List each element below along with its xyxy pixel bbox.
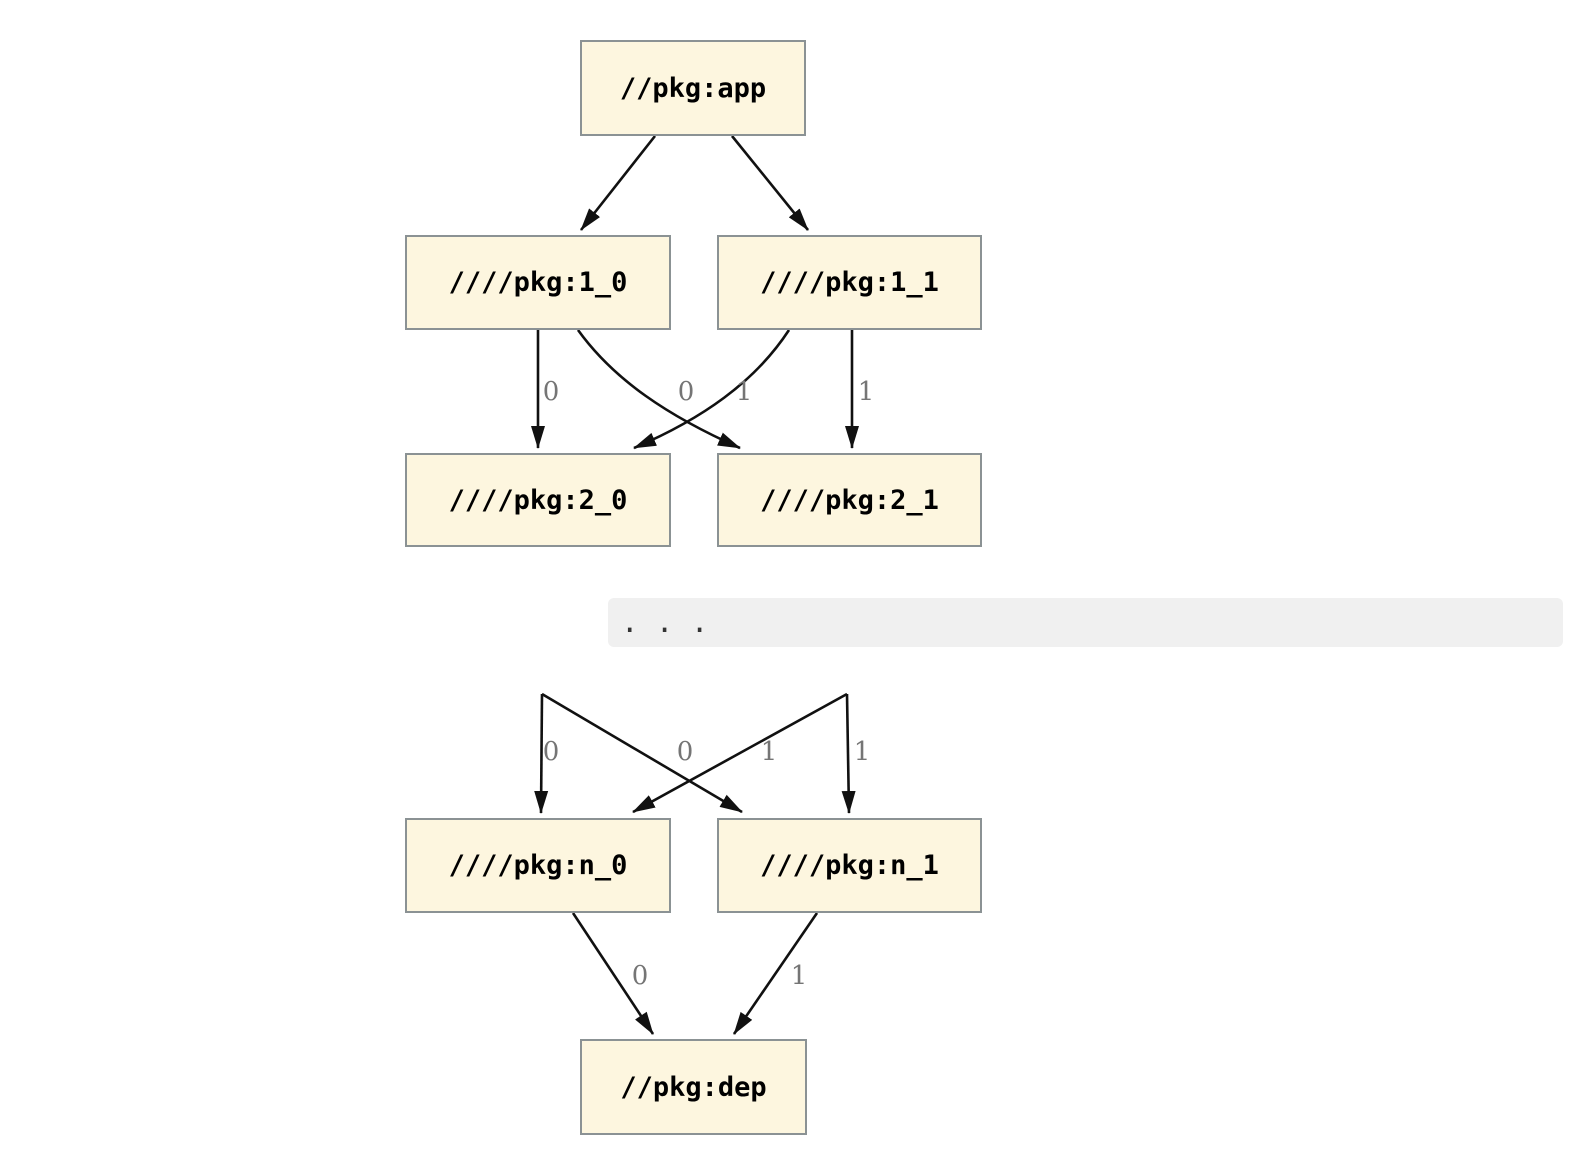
- edge-label-5: 0: [677, 737, 694, 767]
- edge-label-1: 0: [678, 377, 695, 407]
- edge-ellipsis-to-n_1: [541, 692, 743, 814]
- graph-node-app: //pkg:app: [580, 40, 806, 136]
- edge-1_0-to-2_1: [576, 329, 741, 450]
- graph-node-2_0: ////pkg:2_0: [405, 453, 671, 547]
- edge-ellipsis-to-n_0: [534, 693, 549, 814]
- edge-label-2: 1: [736, 377, 753, 407]
- edge-label-3: 1: [858, 377, 875, 407]
- edge-n_0-to-dep: [571, 912, 655, 1035]
- edge-app-to-1_1: [730, 135, 810, 231]
- graph-node-label-n_0: ////pkg:n_0: [448, 850, 628, 881]
- code-ellipsis-block: . . .: [608, 598, 1563, 647]
- graph-node-label-n_1: ////pkg:n_1: [760, 850, 939, 881]
- graph-node-label-1_0: ////pkg:1_0: [448, 267, 628, 298]
- graph-node-n_1: ////pkg:n_1: [717, 818, 982, 913]
- edge-ellipsis-to-n_1: [841, 693, 856, 814]
- edge-1_1-to-2_0: [633, 329, 791, 450]
- graph-node-label-2_0: ////pkg:2_0: [448, 484, 628, 516]
- graph-node-label-app: //pkg:app: [619, 72, 767, 104]
- graph-node-1_0: ////pkg:1_0: [405, 235, 671, 330]
- edge-label-0: 0: [543, 377, 560, 407]
- edge-app-to-1_0: [579, 135, 657, 231]
- edge-label-6: 1: [761, 737, 778, 767]
- edge-n_1-to-dep: [732, 912, 819, 1035]
- edge-label-9: 1: [791, 961, 808, 991]
- graph-node-label-2_1: ////pkg:2_1: [760, 484, 939, 516]
- graph-node-1_1: ////pkg:1_1: [717, 235, 982, 330]
- edge-label-4: 0: [543, 737, 560, 767]
- graph-node-n_0: ////pkg:n_0: [405, 818, 671, 913]
- edge-ellipsis-to-n_0: [632, 692, 848, 814]
- code-ellipsis-text: . . .: [621, 605, 709, 639]
- edge-label-8: 0: [632, 961, 649, 991]
- graph-node-label-1_1: ////pkg:1_1: [760, 267, 939, 298]
- edge-label-7: 1: [854, 737, 871, 767]
- graph-node-2_1: ////pkg:2_1: [717, 453, 982, 547]
- graph-node-dep: //pkg:dep: [580, 1039, 807, 1135]
- graph-node-label-dep: //pkg:dep: [620, 1071, 767, 1103]
